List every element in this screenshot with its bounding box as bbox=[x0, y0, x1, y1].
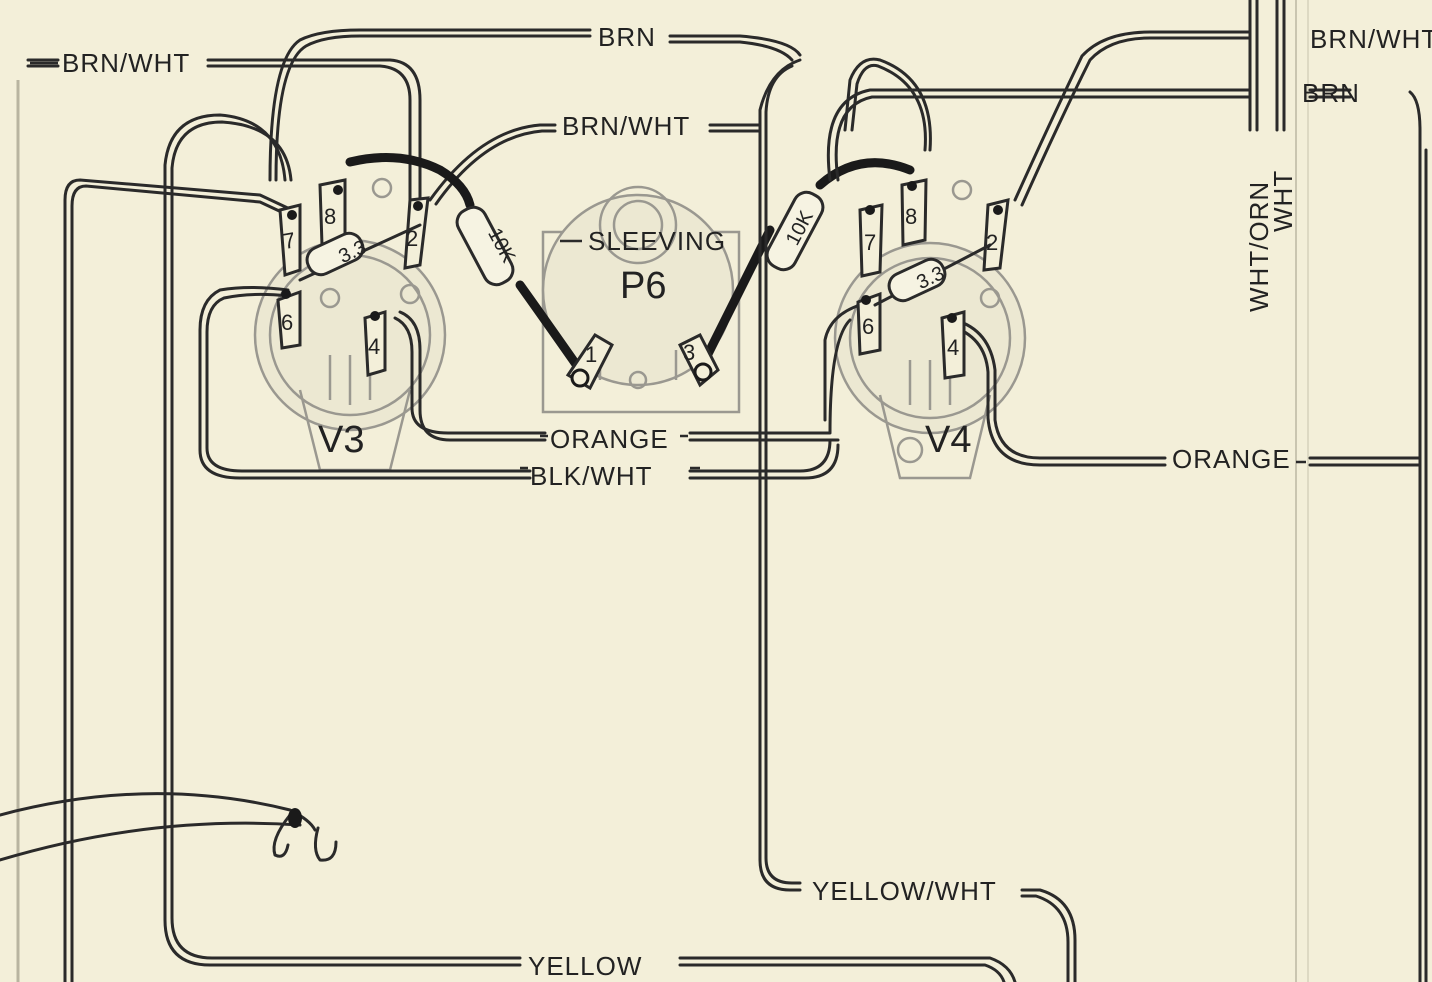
p6-pins bbox=[565, 332, 720, 391]
v3-pin-8: 8 bbox=[324, 204, 336, 229]
wire-label-wht-orn: WHT/ORN bbox=[1244, 181, 1274, 312]
wire-label-yellow: YELLOW bbox=[528, 951, 642, 981]
wire-label-brn-top: BRN bbox=[598, 22, 656, 52]
v4-pins bbox=[856, 178, 1010, 380]
v4-pin-4: 4 bbox=[947, 335, 959, 360]
res-10k-right: 10K bbox=[765, 190, 825, 272]
wire-label-brn-wht-mid: BRN/WHT bbox=[562, 111, 690, 141]
v4-pin-2: 2 bbox=[986, 230, 998, 255]
label-v4: V4 bbox=[925, 419, 971, 461]
wire-label-orange-mid: ORANGE bbox=[550, 424, 669, 454]
label-p6: P6 bbox=[620, 265, 666, 307]
wire-label-blk-wht: BLK/WHT bbox=[530, 461, 653, 491]
v4-pin-7: 7 bbox=[864, 230, 876, 255]
wire-label-yellow-wht: YELLOW/WHT bbox=[812, 876, 997, 906]
v4-socket bbox=[833, 179, 1027, 480]
label-sleeving: SLEEVING bbox=[588, 226, 726, 256]
p6-pot bbox=[541, 185, 741, 414]
v3-pin-4: 4 bbox=[368, 334, 380, 359]
wire-label-brn-right: BRN bbox=[1302, 78, 1360, 108]
wire-label-wht: WHT bbox=[1268, 170, 1298, 232]
p6-pin-1: 1 bbox=[585, 342, 597, 367]
res-10k-left: 10K bbox=[455, 205, 520, 287]
v3-pin-7: 7 bbox=[281, 227, 297, 254]
wire-label-brn-wht-right: BRN/WHT bbox=[1310, 24, 1432, 54]
wire-label-brn-wht-left: BRN/WHT bbox=[62, 48, 190, 78]
wire-label-orange-right: ORANGE bbox=[1172, 444, 1291, 474]
p6-pin-3: 3 bbox=[683, 340, 695, 365]
v4-pin-8: 8 bbox=[905, 204, 917, 229]
v3-pin-6: 6 bbox=[281, 310, 293, 335]
v3-pins bbox=[276, 178, 430, 377]
label-v3: V3 bbox=[318, 419, 364, 461]
v4-pin-6: 6 bbox=[862, 314, 874, 339]
v3-pin-2: 2 bbox=[406, 226, 418, 251]
